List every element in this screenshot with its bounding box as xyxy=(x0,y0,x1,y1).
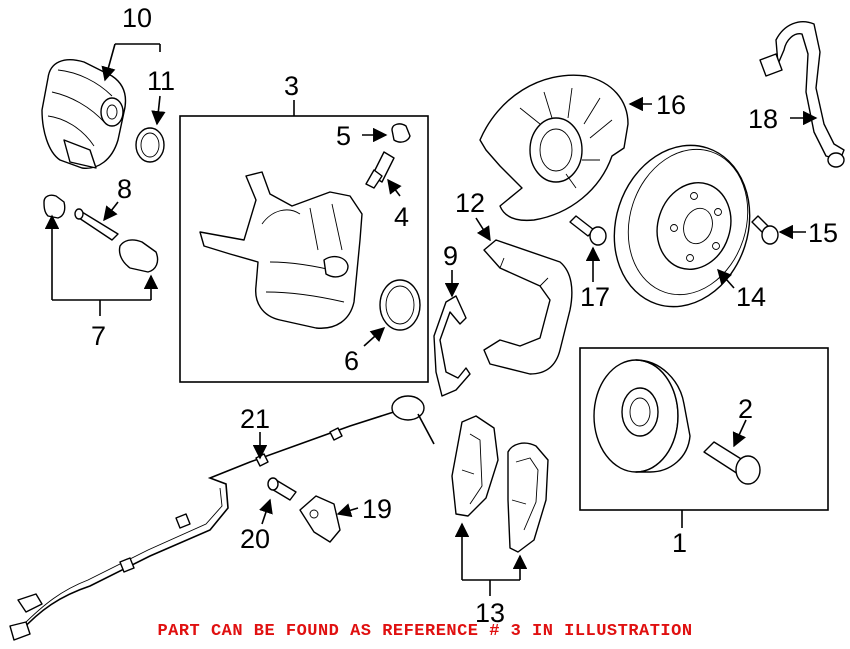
dust-shield-part xyxy=(479,74,629,222)
bolt-17-part xyxy=(569,215,607,246)
abs-sensor-part xyxy=(299,495,341,543)
callout-13: 13 xyxy=(475,598,505,628)
callout-12: 12 xyxy=(455,188,485,218)
bleeder-cap-part xyxy=(391,123,411,143)
caliper-assembly-box xyxy=(179,115,429,383)
spring-clip-part xyxy=(433,295,471,397)
piston-seal-part xyxy=(379,279,421,331)
callout-4: 4 xyxy=(394,202,409,232)
callout-8: 8 xyxy=(117,174,132,204)
bleeder-screw-part xyxy=(365,151,395,189)
callout-1: 1 xyxy=(672,528,687,558)
callout-14: 14 xyxy=(736,282,766,312)
abs-sensor-wire-part xyxy=(9,395,435,641)
reference-note: PART CAN BE FOUND AS REFERENCE # 3 IN IL… xyxy=(157,622,693,641)
caliper-motor-part xyxy=(41,59,127,169)
sensor-bolt-part xyxy=(267,477,297,501)
callout-17: 17 xyxy=(580,282,610,312)
callout-7: 7 xyxy=(91,321,106,351)
callout-10: 10 xyxy=(122,3,152,33)
callout-21: 21 xyxy=(240,404,270,434)
callout-2: 2 xyxy=(738,394,753,424)
caliper-part xyxy=(199,171,363,329)
guide-pin-part xyxy=(74,208,119,241)
hub-assembly-box xyxy=(579,347,829,511)
o-ring-part xyxy=(135,127,165,163)
callout-19: 19 xyxy=(362,494,392,524)
callout-15: 15 xyxy=(808,218,838,248)
hub-bolt-part xyxy=(703,441,761,485)
callout-18: 18 xyxy=(748,104,778,134)
callout-5: 5 xyxy=(336,121,351,151)
callout-leaders xyxy=(44,43,818,596)
callout-16: 16 xyxy=(656,90,686,120)
wheel-hub-part xyxy=(593,359,691,473)
caliper-bracket-part xyxy=(483,239,573,375)
brake-rotor-part xyxy=(613,144,751,308)
bushing-part xyxy=(43,194,159,273)
callout-6: 6 xyxy=(344,346,359,376)
brake-pad-part xyxy=(451,415,549,553)
callout-11: 11 xyxy=(147,66,175,96)
callout-3: 3 xyxy=(284,71,299,101)
brake-hose-part xyxy=(759,21,845,168)
callout-20: 20 xyxy=(240,524,270,554)
callout-9: 9 xyxy=(443,241,458,271)
screw-15-part xyxy=(751,215,779,245)
